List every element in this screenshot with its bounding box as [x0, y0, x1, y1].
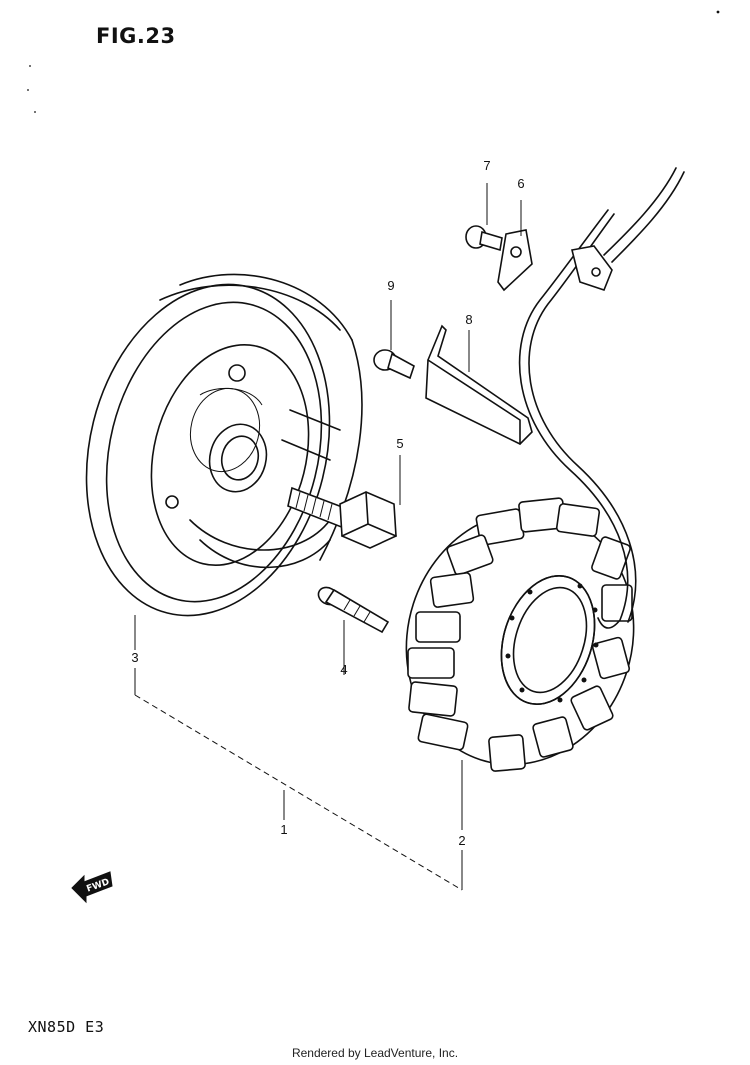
lead-wire-clamp[interactable]: [425, 324, 533, 445]
callout-8: 8: [465, 312, 473, 327]
callout-5: 5: [396, 436, 404, 451]
callout-7: 7: [483, 158, 491, 173]
stator-screw[interactable]: [315, 584, 390, 634]
callout-2: 2: [458, 833, 466, 848]
render-credit: Rendered by LeadVenture, Inc.: [291, 1046, 459, 1060]
plate-screw[interactable]: [465, 225, 503, 252]
rotor-flywheel[interactable]: [53, 258, 363, 641]
callout-4: 4: [340, 662, 348, 677]
stator-assembly[interactable]: [374, 167, 685, 794]
callout-3: 3: [131, 650, 139, 665]
rotor-bolt[interactable]: [287, 486, 397, 549]
scan-marks: [27, 10, 720, 113]
callout-6: 6: [517, 176, 525, 191]
clamp-screw[interactable]: [373, 349, 415, 380]
forward-arrow-icon: FWD: [71, 871, 113, 904]
figure-title: FIG.23: [96, 24, 176, 48]
callout-9: 9: [387, 278, 395, 293]
callout-1: 1: [280, 822, 288, 837]
model-code: XN85D E3: [28, 1018, 105, 1036]
grommet-plate[interactable]: [497, 229, 533, 292]
leader-lines: [134, 183, 522, 891]
